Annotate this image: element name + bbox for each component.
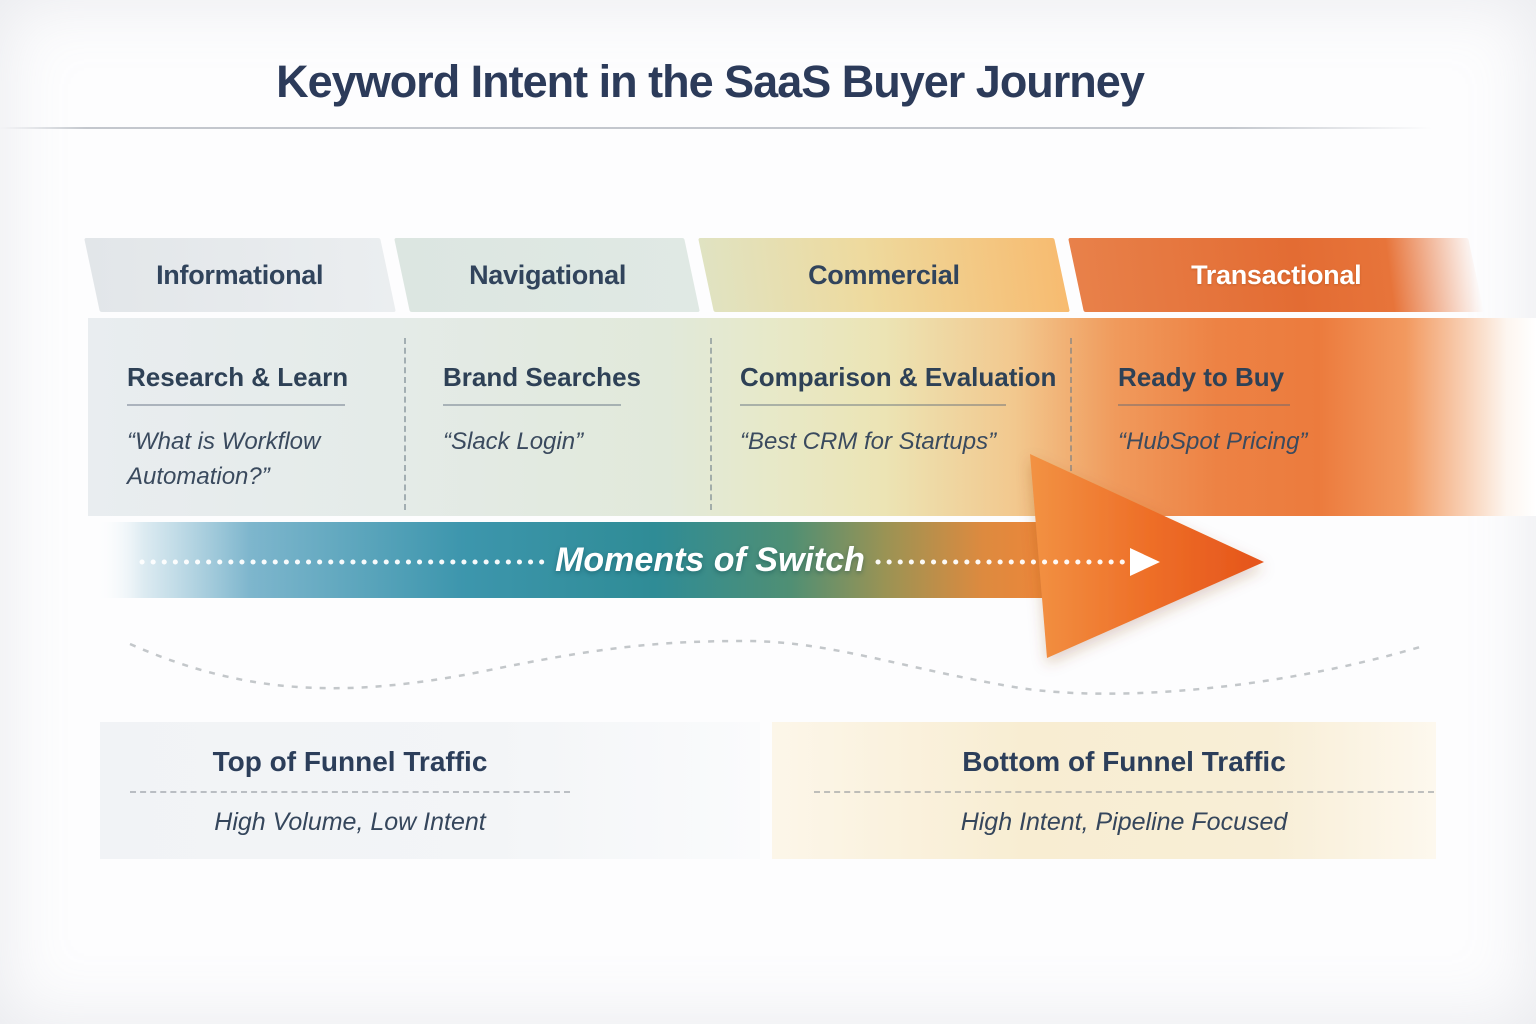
column-informational: Research & Learn “What is Workflow Autom… [127,362,387,495]
stage-label-informational: Informational [156,259,324,290]
panel-subtitle: High Intent, Pipeline Focused [960,808,1288,836]
stage-label-navigational: Navigational [468,259,626,290]
dotted-line-arrowhead-icon [1130,548,1160,576]
journey-arrow [95,454,1421,695]
top-of-funnel-panel: Top of Funnel Traffic High Volume, Low I… [100,722,760,859]
column-navigational: Brand Searches “Slack Login” [443,362,683,460]
keyword-example: “HubSpot Pricing” [1118,428,1308,455]
column-heading: Ready to Buy [1118,362,1285,392]
page-title: Keyword Intent in the SaaS Buyer Journey [276,56,1145,107]
panel-content: Bottom of Funnel Traffic High Intent, Pi… [812,722,1436,837]
content-gradient-band [88,318,1536,516]
heading-underline [127,404,345,406]
stage-chip-transactional: Transactional [1068,238,1484,312]
keyword-example: “Slack Login” [443,428,584,455]
stage-chip-navigational: Navigational [394,238,700,312]
column-transactional: Ready to Buy “HubSpot Pricing” [1118,362,1368,460]
column-divider [1070,338,1072,510]
panel-divider [130,791,570,793]
heading-underline [443,404,621,406]
stage-chip-commercial: Commercial [698,238,1070,312]
stage-chip-informational: Informational [84,238,396,312]
column-heading: Comparison & Evaluation [740,362,1057,392]
column-heading: Brand Searches [443,362,641,392]
column-divider [710,338,712,510]
heading-underline [1118,404,1290,406]
title-underline-rule [0,127,1432,129]
column-commercial: Comparison & Evaluation “Best CRM for St… [740,362,1057,460]
panel-title: Bottom of Funnel Traffic [962,746,1286,777]
panel-subtitle: High Volume, Low Intent [214,808,486,836]
panel-content: Top of Funnel Traffic High Volume, Low I… [100,722,600,837]
column-divider [404,338,406,510]
panel-title: Top of Funnel Traffic [212,746,488,777]
stage-label-commercial: Commercial [808,259,960,290]
column-heading: Research & Learn [127,362,349,392]
keyword-example: “Best CRM for Startups” [740,428,997,455]
heading-underline [740,404,1006,406]
keyword-example: “What is Workflow Automation?” [127,428,321,490]
stage-label-transactional: Transactional [1190,259,1362,290]
moments-of-switch-label: Moments of Switch [555,541,865,579]
wave-baseline [129,639,1421,695]
bottom-of-funnel-panel: Bottom of Funnel Traffic High Intent, Pi… [772,722,1436,859]
panel-divider [814,791,1434,793]
